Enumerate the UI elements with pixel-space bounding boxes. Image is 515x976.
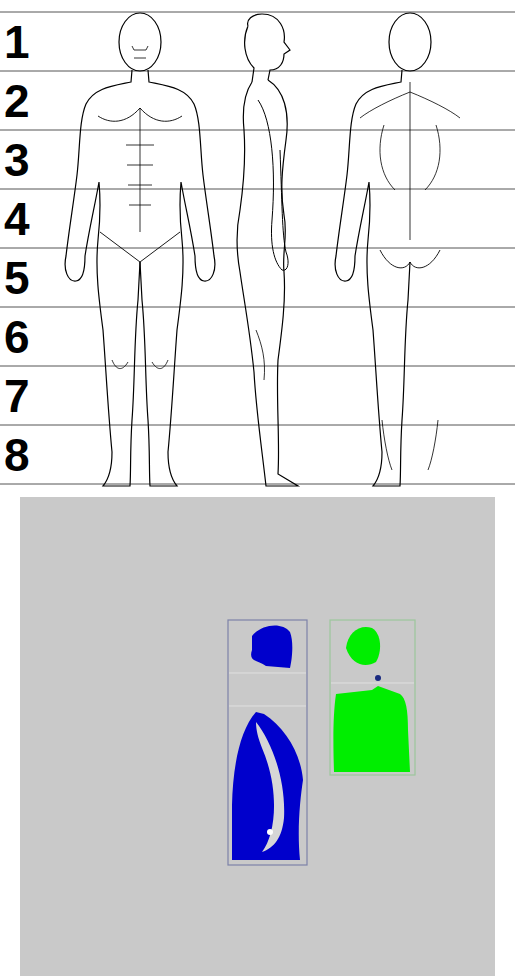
row-number: 8 [4,432,30,478]
row-number: 4 [4,196,30,242]
row-number: 6 [4,314,30,360]
row-number: 2 [4,78,30,124]
row-number: 7 [4,373,30,419]
side-figure [237,14,298,486]
row-number: 3 [4,137,30,183]
back-figure [335,13,515,486]
front-figure [65,13,215,486]
row-number: 5 [4,255,30,301]
row-number: 1 [4,19,30,65]
segmentation-panel [20,497,495,976]
